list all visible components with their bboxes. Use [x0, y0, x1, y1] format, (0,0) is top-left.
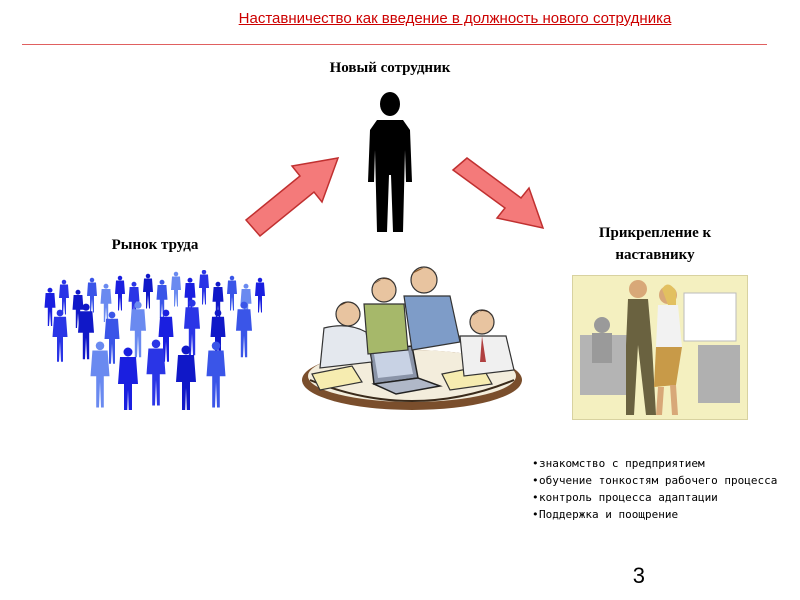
title-divider: [22, 44, 767, 45]
arrow-employee-to-mentor: [451, 157, 545, 230]
crowd-person-icon: [118, 347, 138, 410]
new-employee-label: Новый сотрудник: [329, 60, 451, 76]
mentor-walking-illustration: [572, 275, 748, 420]
crowd-person-icon: [72, 289, 84, 328]
crowd-person-icon: [52, 309, 68, 362]
crowd-person-icon: [206, 341, 226, 408]
crowd-person-icon: [143, 273, 153, 309]
crowd-person-icon: [100, 283, 112, 322]
crowd-person-icon: [255, 277, 265, 313]
crowd-person-icon: [236, 301, 252, 358]
crowd-person-icon: [87, 277, 97, 313]
mentor-attachment-line2: наставнику: [615, 247, 695, 263]
crowd-person-icon: [227, 275, 237, 311]
crowd-person-icon: [199, 270, 209, 305]
new-employee-figure: [368, 92, 412, 232]
crowd-person-icon: [78, 303, 94, 360]
labor-market-label: Рынок труда: [111, 237, 199, 253]
crowd-person-icon: [210, 309, 226, 362]
arrow-market-to-employee: [244, 157, 340, 238]
crowd-person-icon: [212, 281, 224, 320]
list-item: обучение тонкостям рабочего процесса: [532, 472, 782, 489]
crowd-person-icon: [146, 339, 166, 406]
crowd-person-icon: [158, 309, 174, 362]
list-item: контроль процесса адаптации: [532, 489, 782, 506]
crowd-person-icon: [44, 287, 56, 326]
mentor-attachment-label: Прикрепление к наставнику: [560, 222, 750, 266]
crowd-person-icon: [184, 277, 196, 316]
mentor-attachment-line1: Прикрепление к: [598, 225, 712, 241]
crowd-person-icon: [184, 299, 200, 356]
list-item: Поддержка и поощрение: [532, 506, 782, 523]
crowd-person-icon: [176, 345, 196, 410]
team-meeting-illustration: [302, 266, 522, 410]
crowd-person-icon: [104, 311, 120, 364]
crowd-person-icon: [130, 301, 146, 358]
crowd-person-icon: [156, 279, 168, 318]
labor-market-crowd: [44, 270, 265, 410]
mentoring-tasks-list: знакомство с предприятием обучение тонко…: [532, 455, 782, 523]
list-item: знакомство с предприятием: [532, 455, 782, 472]
crowd-person-icon: [59, 279, 69, 315]
page-number: 3: [632, 563, 645, 588]
crowd-person-icon: [90, 341, 110, 408]
slide-title: Наставничество как введение в должность …: [238, 10, 672, 27]
crowd-person-icon: [115, 275, 125, 311]
crowd-person-icon: [171, 271, 181, 307]
crowd-person-icon: [128, 281, 140, 320]
